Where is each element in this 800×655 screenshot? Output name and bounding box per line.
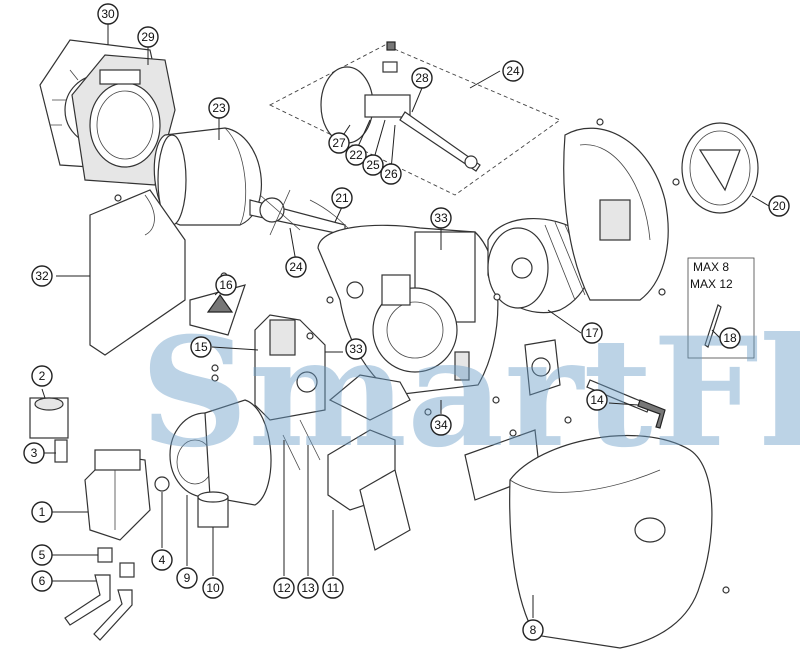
callout-28: 28 — [411, 67, 433, 89]
svg-text:26: 26 — [384, 167, 398, 181]
callout-2: 2 — [31, 365, 53, 387]
nozzle-assembly-lower — [249, 189, 346, 236]
oil-pump-1 — [84, 449, 151, 541]
callout-30: 30 — [97, 3, 119, 25]
damper-bracket-34 — [328, 374, 411, 421]
callout-27: 27 — [328, 132, 350, 154]
svg-text:28: 28 — [415, 71, 429, 85]
callout-6: 6 — [31, 570, 53, 592]
svg-text:29: 29 — [141, 30, 155, 44]
svg-text:30: 30 — [101, 7, 115, 21]
note-box: MAX 8 MAX 12 — [690, 260, 733, 291]
callout-24-lower: 24 — [285, 256, 307, 278]
svg-text:24: 24 — [289, 260, 303, 274]
svg-text:32: 32 — [35, 269, 49, 283]
callout-34: 34 — [430, 414, 452, 436]
screws — [114, 118, 730, 594]
callout-33-mid: 33 — [345, 338, 367, 360]
callout-4: 4 — [151, 549, 173, 571]
solenoid-coil-2 — [29, 397, 69, 439]
callout-32: 32 — [31, 265, 53, 287]
callout-8: 8 — [522, 619, 544, 641]
callout-20: 20 — [768, 195, 790, 217]
svg-text:4: 4 — [159, 553, 166, 567]
svg-text:10: 10 — [206, 581, 220, 595]
svg-text:33: 33 — [349, 342, 363, 356]
nozzle-group-box-24 — [269, 41, 561, 196]
svg-text:25: 25 — [366, 158, 380, 172]
callout-9: 9 — [176, 567, 198, 589]
fittings-hoses — [64, 547, 135, 641]
transformer-11 — [327, 429, 411, 551]
svg-text:14: 14 — [590, 393, 604, 407]
photocell-14 — [586, 379, 666, 429]
svg-text:23: 23 — [212, 101, 226, 115]
air-intake-disc-20 — [681, 122, 759, 214]
leader-lines — [41, 24, 770, 618]
callout-24-top: 24 — [502, 60, 524, 82]
svg-text:9: 9 — [184, 571, 191, 585]
burner-cover-8 — [509, 434, 713, 649]
hinge-plate — [524, 339, 561, 396]
callout-1: 1 — [31, 501, 53, 523]
svg-text:13: 13 — [301, 581, 315, 595]
callout-12: 12 — [273, 577, 295, 599]
capacitor-10 — [197, 491, 229, 528]
control-box-15 — [254, 314, 326, 421]
svg-text:12: 12 — [277, 581, 291, 595]
svg-text:18: 18 — [723, 331, 737, 345]
callout-11: 11 — [322, 577, 344, 599]
svg-text:8: 8 — [530, 623, 537, 637]
svg-text:20: 20 — [772, 199, 786, 213]
callout-10: 10 — [202, 577, 224, 599]
callout-25: 25 — [362, 154, 384, 176]
svg-text:34: 34 — [434, 418, 448, 432]
callout-33-top: 33 — [430, 207, 452, 229]
part-drawings — [29, 39, 759, 649]
svg-text:27: 27 — [332, 136, 346, 150]
key-18 — [687, 257, 755, 359]
callout-29: 29 — [137, 26, 159, 48]
svg-text:21: 21 — [335, 191, 349, 205]
svg-text:11: 11 — [327, 581, 340, 595]
svg-text:6: 6 — [39, 574, 46, 588]
fan-housing — [563, 127, 669, 301]
fastener-4 — [154, 476, 170, 492]
note-line-1: MAX 8 — [693, 260, 729, 274]
callout-22: 22 — [345, 144, 367, 166]
callout-26: 26 — [380, 163, 402, 185]
callout-21: 21 — [331, 187, 353, 209]
svg-text:2: 2 — [39, 369, 46, 383]
callout-13: 13 — [297, 577, 319, 599]
svg-text:22: 22 — [349, 148, 363, 162]
callout-14: 14 — [586, 389, 608, 411]
cover-plate-32 — [89, 189, 186, 356]
solenoid-stem-3 — [54, 439, 68, 463]
callouts: 30 29 23 24 28 27 22 25 26 21 24 33 20 3… — [23, 3, 790, 641]
rods-12-13 — [282, 419, 321, 471]
callout-18: 18 — [719, 327, 741, 349]
fan-impeller-17 — [487, 217, 593, 314]
callout-3: 3 — [23, 442, 45, 464]
blast-tube-23 — [153, 127, 262, 226]
callout-5: 5 — [31, 544, 53, 566]
svg-text:5: 5 — [39, 548, 46, 562]
motor-9 — [169, 399, 272, 506]
callout-15: 15 — [190, 336, 212, 358]
svg-text:24: 24 — [506, 64, 520, 78]
svg-text:3: 3 — [31, 446, 38, 460]
svg-text:33: 33 — [434, 211, 448, 225]
svg-text:15: 15 — [194, 340, 208, 354]
mounting-flange-29 — [71, 54, 176, 186]
watermark-text: SmartFlam — [140, 305, 800, 481]
note-line-2: MAX 12 — [690, 277, 733, 291]
callout-17: 17 — [581, 322, 603, 344]
svg-text:17: 17 — [585, 326, 599, 340]
svg-text:1: 1 — [39, 505, 46, 519]
svg-text:16: 16 — [219, 278, 233, 292]
callout-23: 23 — [208, 97, 230, 119]
callout-16: 16 — [215, 274, 237, 296]
